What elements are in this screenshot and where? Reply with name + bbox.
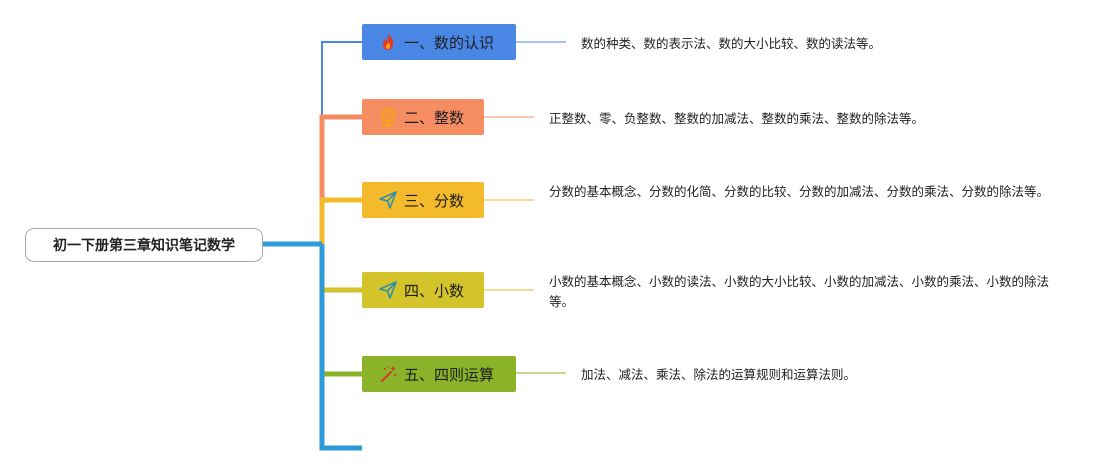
topic-note-1: 数的种类、数的表示法、数的大小比较、数的读法等。 (581, 36, 882, 51)
magic-wand-icon (378, 364, 398, 384)
root-topic-title: 初一下册第三章知识笔记数学 (53, 238, 235, 254)
topic-note-5: 加法、减法、乘法、除法的运算规则和运算法则。 (581, 367, 857, 382)
topic-label: 一、数的认识 (404, 33, 495, 52)
topic-label: 五、四则运算 (404, 365, 495, 384)
paper-plane-icon (378, 190, 398, 210)
topic-note-2: 正整数、零、负整数、整数的加减法、整数的乘法、整数的除法等。 (549, 111, 925, 126)
topic-label: 二、整数 (404, 108, 465, 127)
fire-icon (378, 32, 398, 52)
topic-number-recognition[interactable]: 一、数的认识 (362, 24, 516, 60)
branch-connector-2 (319, 114, 362, 244)
root-topic[interactable]: 初一下册第三章知识笔记数学 (25, 228, 263, 262)
topic-note-3: 分数的基本概念、分数的化简、分数的比较、分数的加减法、分数的乘法、分数的除法等。 (549, 184, 1050, 199)
topic-decimals[interactable]: 四、小数 (362, 272, 484, 308)
topic-four-operations[interactable]: 五、四则运算 (362, 356, 516, 392)
branch-connector-3 (319, 197, 362, 244)
branch-connector-1 (321, 41, 362, 244)
topic-fractions[interactable]: 三、分数 (362, 182, 484, 218)
branch-connector-4 (319, 244, 362, 293)
topic-note-4: 小数的基本概念、小数的读法、小数的大小比较、小数的加减法、小数的乘法、小数的除法… (549, 274, 1050, 309)
topic-integers[interactable]: 二、整数 (362, 99, 484, 135)
paper-plane-icon (378, 280, 398, 300)
branch-connector-5 (319, 244, 362, 377)
award-ribbon-icon (378, 107, 398, 127)
topic-label: 三、分数 (404, 191, 465, 210)
root-connector (263, 241, 362, 451)
topic-label: 四、小数 (404, 281, 465, 300)
